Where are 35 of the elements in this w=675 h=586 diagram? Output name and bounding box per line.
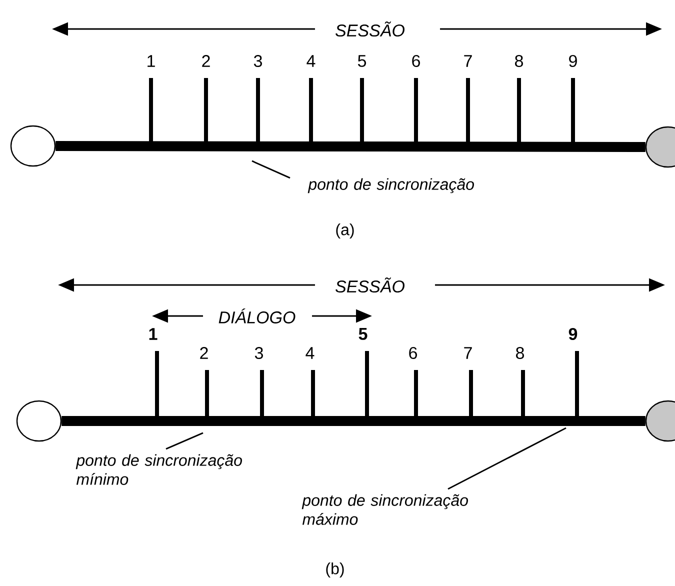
end-circle xyxy=(645,400,675,442)
annotation-text: ponto de sincronização mínimo xyxy=(76,454,242,485)
panel-caption: (a) xyxy=(336,224,354,238)
tick-number: 7 xyxy=(464,55,472,67)
end-circle xyxy=(10,125,56,167)
tick-number: 4 xyxy=(306,55,316,67)
panel-caption: (b) xyxy=(326,562,344,578)
tick-number: 1 xyxy=(148,55,155,67)
leader-line xyxy=(252,160,290,179)
tick-number: 3 xyxy=(254,54,262,68)
span-label: SESSÃO xyxy=(336,21,404,37)
tick-number: 6 xyxy=(412,54,420,68)
annotation-text: ponto de sincronização xyxy=(308,178,474,194)
annotation-text: ponto de sincronização máximo xyxy=(302,494,468,525)
leader-line xyxy=(166,432,204,450)
span-label: SESSÃO xyxy=(336,277,404,293)
tick-number: 5 xyxy=(358,55,366,67)
end-circle xyxy=(16,400,62,442)
tick-number: 7 xyxy=(464,347,472,359)
tick-number: 9 xyxy=(569,54,577,68)
tick-number: 2 xyxy=(202,55,210,67)
timeline-bar xyxy=(56,141,646,152)
leader-line xyxy=(448,427,566,490)
tick-number: 2 xyxy=(200,347,208,359)
tick-number: 8 xyxy=(515,54,523,68)
tick-number: 3 xyxy=(254,346,263,360)
tick-number: 6 xyxy=(409,346,417,360)
tick-number: 5 xyxy=(358,328,368,340)
timeline-bar xyxy=(62,416,646,426)
end-circle xyxy=(645,126,675,168)
tick-number: 8 xyxy=(516,346,524,360)
tick-number: 1 xyxy=(149,328,158,340)
span-label: DIÁLOGO xyxy=(218,308,296,324)
tick-number: 4 xyxy=(306,347,314,359)
tick-number: 9 xyxy=(568,328,578,340)
